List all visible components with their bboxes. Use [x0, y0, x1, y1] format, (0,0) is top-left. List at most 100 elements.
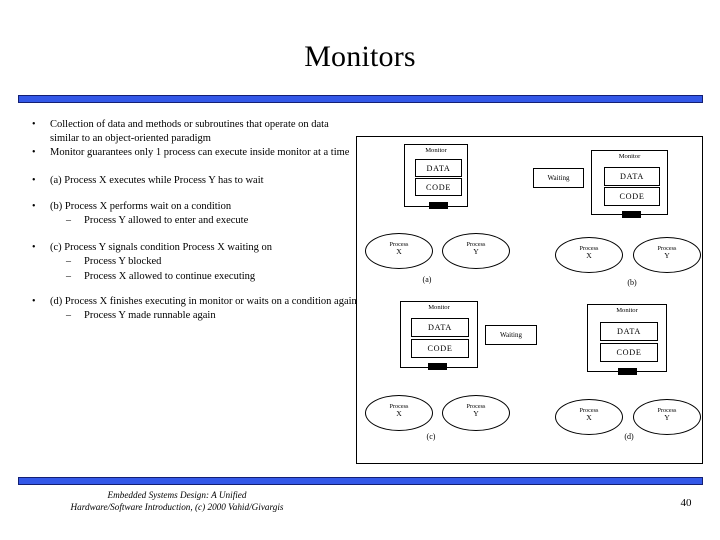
list-item: • Monitor guarantees only 1 process can … [14, 146, 358, 160]
list-item-text: Monitor guarantees only 1 process can ex… [50, 147, 350, 159]
bullet-marker: • [32, 147, 36, 159]
process-name: Y [473, 247, 479, 257]
monitor-box: Monitor DATA CODE [404, 144, 468, 209]
list-spacer [14, 161, 358, 174]
accent-rule-top [18, 95, 703, 103]
process-label: Process [466, 241, 486, 248]
footer-line-1: Embedded Systems Design: A Unified [107, 490, 247, 500]
list-item-text: Process Y blocked [84, 256, 162, 268]
diagram-panel-d: Monitor DATA CODE Process X Process Y (d… [527, 301, 704, 465]
monitor-code-box: CODE [415, 178, 462, 196]
process-label: Process [579, 407, 599, 414]
process-label: Process [657, 245, 677, 252]
process-name: X [396, 247, 402, 257]
bullet-marker: – [66, 310, 71, 322]
waiting-label: Waiting [547, 174, 570, 182]
monitor-data-label: DATA [620, 172, 644, 181]
list-item-text: (c) Process Y signals condition Process … [50, 242, 273, 254]
process-label: Process [389, 403, 409, 410]
list-item-text: (d) Process X finishes executing in moni… [50, 295, 357, 307]
bullet-marker: • [32, 242, 36, 254]
process-node-x: Process X [555, 399, 623, 435]
list-item: – Process Y blocked [14, 255, 358, 269]
list-spacer [14, 188, 358, 200]
list-item: • Collection of data and methods or subr… [14, 118, 358, 146]
bullet-list: • Collection of data and methods or subr… [14, 118, 358, 323]
diagram-panel-b: Waiting Monitor DATA CODE Process X Proc… [527, 137, 704, 301]
monitor-code-box: CODE [411, 339, 469, 358]
list-item: • (b) Process X performs wait on a condi… [14, 200, 358, 214]
bullet-marker: • [32, 295, 36, 307]
footer-citation: Embedded Systems Design: A Unified Hardw… [22, 489, 332, 514]
list-item: – Process X allowed to continue executin… [14, 270, 358, 284]
process-name: X [586, 251, 592, 261]
monitor-label: Monitor [428, 304, 450, 311]
monitor-data-box: DATA [411, 318, 469, 337]
footer-line-2: Hardware/Software Introduction, (c) 2000… [70, 502, 284, 513]
monitor-data-box: DATA [604, 167, 660, 186]
panel-label-d: (d) [624, 432, 634, 441]
panel-label-c: (c) [426, 432, 436, 441]
monitor-entry-connector [429, 202, 448, 209]
process-node-y: Process Y [442, 395, 510, 431]
monitor-label: Monitor [616, 307, 638, 314]
monitor-data-label: DATA [617, 327, 641, 336]
list-spacer [14, 284, 358, 295]
process-label: Process [657, 407, 677, 414]
list-item-text: Process Y allowed to enter and execute [84, 215, 249, 227]
process-node-x: Process X [365, 233, 433, 269]
diagram-panel-a: Monitor DATA CODE Process X Process Y (a… [357, 137, 527, 301]
process-name: Y [664, 251, 670, 261]
monitor-data-box: DATA [415, 159, 462, 177]
monitor-box: Monitor DATA CODE [400, 301, 478, 370]
bullet-marker: – [66, 270, 71, 282]
list-item-text: (a) Process X executes while Process Y h… [50, 174, 264, 186]
bullet-marker: – [66, 256, 71, 268]
list-item-text: Process X allowed to continue executing [84, 270, 256, 282]
list-item: – Process Y made runnable again [14, 309, 358, 323]
monitor-entry-connector [618, 368, 637, 375]
process-name: Y [664, 413, 670, 423]
panel-label-a: (a) [422, 275, 432, 284]
monitor-code-box: CODE [600, 343, 658, 362]
list-item-text: Process Y made runnable again [84, 310, 216, 322]
monitor-code-label: CODE [425, 183, 452, 192]
list-item-text: Collection of data and methods or subrou… [50, 119, 329, 145]
monitor-label: Monitor [618, 153, 641, 160]
monitor-entry-connector [428, 363, 447, 370]
process-name: Y [473, 409, 479, 419]
waiting-box: Waiting [485, 325, 537, 345]
monitor-data-label: DATA [426, 164, 451, 173]
process-name: X [396, 409, 402, 419]
monitor-box: Monitor DATA CODE [591, 150, 668, 218]
list-item: • (a) Process X executes while Process Y… [14, 174, 358, 188]
monitor-label: Monitor [425, 147, 447, 154]
monitor-code-box: CODE [604, 187, 660, 206]
list-spacer [14, 228, 358, 241]
page-title: Monitors [304, 40, 416, 73]
waiting-label: Waiting [500, 331, 522, 339]
process-node-x: Process X [555, 237, 623, 273]
monitor-entry-connector [622, 211, 641, 218]
list-item: • (c) Process Y signals condition Proces… [14, 241, 358, 255]
process-node-y: Process Y [633, 237, 701, 273]
panel-label-b: (b) [627, 278, 637, 287]
bullet-marker: • [32, 174, 36, 186]
list-item: – Process Y allowed to enter and execute [14, 214, 358, 228]
monitor-code-label: CODE [616, 348, 642, 357]
process-node-x: Process X [365, 395, 433, 431]
page-number: 40 [680, 497, 692, 509]
process-label: Process [579, 245, 599, 252]
process-node-y: Process Y [442, 233, 510, 269]
diagram-panel-c: Monitor DATA CODE Waiting Process X Proc… [357, 301, 537, 465]
list-item-text: (b) Process X performs wait on a conditi… [50, 200, 232, 212]
bullet-marker: • [32, 200, 36, 212]
monitor-code-label: CODE [619, 192, 645, 201]
process-name: X [586, 413, 592, 423]
diagram-container: Monitor DATA CODE Process X Process Y (a… [356, 136, 703, 464]
process-label: Process [466, 403, 486, 410]
bullet-marker: – [66, 215, 71, 227]
list-item: • (d) Process X finishes executing in mo… [14, 295, 358, 309]
waiting-box: Waiting [533, 168, 584, 188]
